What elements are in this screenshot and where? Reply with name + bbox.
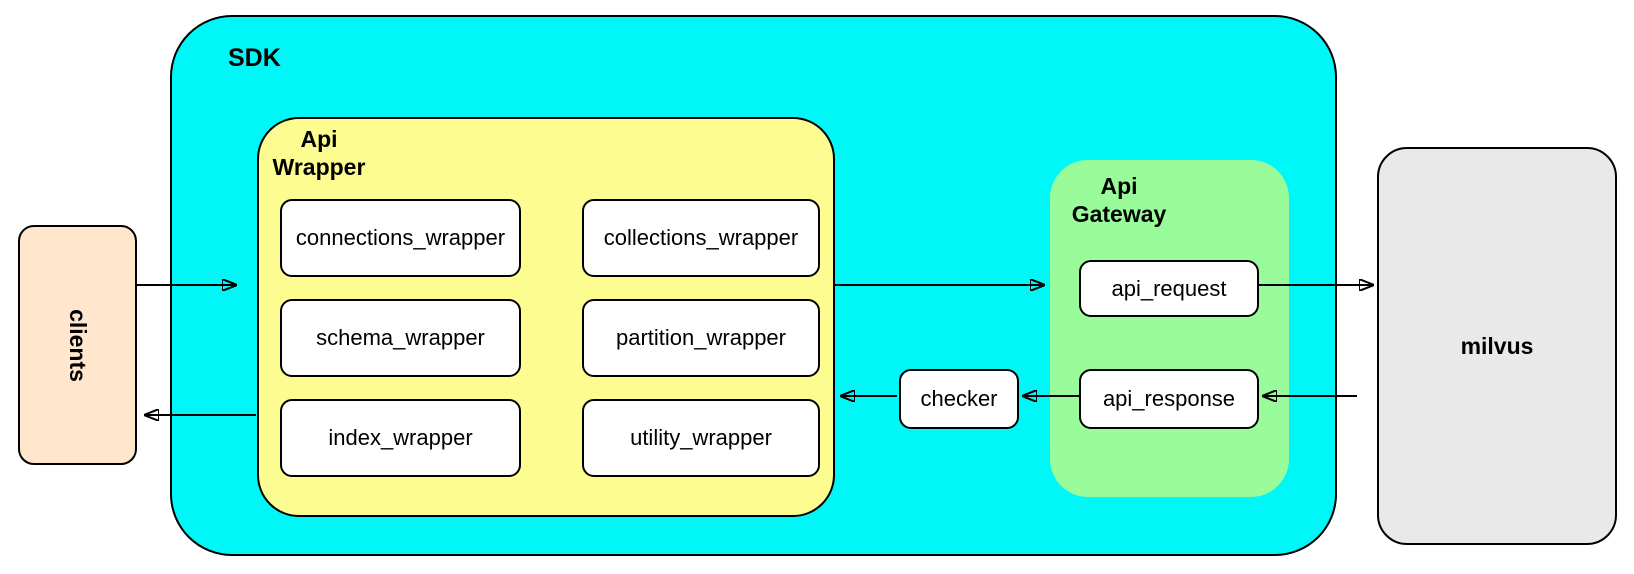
sdk-label: SDK <box>228 44 281 72</box>
sdk-container: SDK Api Wrapper connections_wrapper coll… <box>170 15 1337 556</box>
api-gateway-label-line2: Gateway <box>1071 201 1167 227</box>
clients-node: clients <box>18 225 137 465</box>
api-request-node: api_request <box>1079 260 1259 317</box>
utility-wrapper-node: utility_wrapper <box>582 399 820 477</box>
api-wrapper-label-line1: Api <box>300 126 338 152</box>
connections-wrapper-node: connections_wrapper <box>280 199 521 277</box>
api-response-node: api_response <box>1079 369 1259 429</box>
index-wrapper-node: index_wrapper <box>280 399 521 477</box>
checker-node: checker <box>899 369 1019 429</box>
api-gateway-label-line1: Api <box>1100 173 1138 199</box>
schema-wrapper-node: schema_wrapper <box>280 299 521 377</box>
api-wrapper-container: Api Wrapper connections_wrapper collecti… <box>257 117 835 517</box>
api-wrapper-label-line2: Wrapper <box>272 154 366 180</box>
api-gateway-container: Api Gateway api_request api_response <box>1050 160 1289 497</box>
wrapper-grid: connections_wrapper collections_wrapper … <box>280 199 820 477</box>
api-gateway-label: Api Gateway <box>1054 172 1184 228</box>
partition-wrapper-node: partition_wrapper <box>582 299 820 377</box>
api-wrapper-label: Api Wrapper <box>254 125 384 181</box>
collections-wrapper-node: collections_wrapper <box>582 199 820 277</box>
milvus-node: milvus <box>1377 147 1617 545</box>
clients-label: clients <box>65 308 91 382</box>
